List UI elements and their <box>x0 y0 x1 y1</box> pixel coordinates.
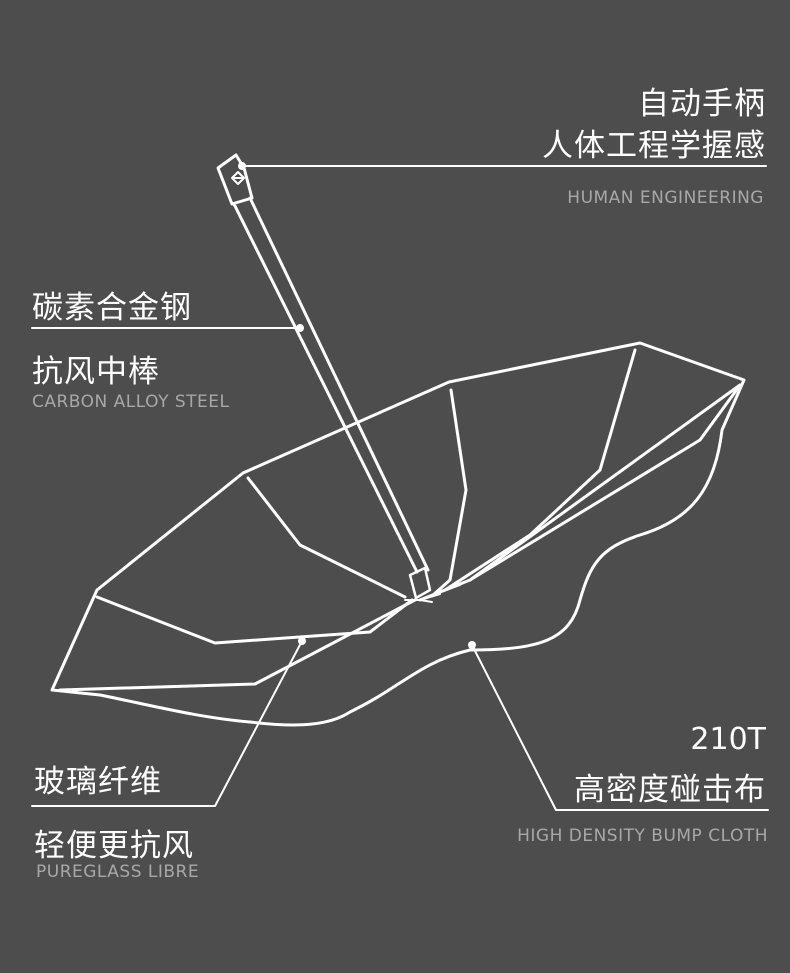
shaft-subtitle: CARBON ALLOY STEEL <box>32 392 230 412</box>
cloth-leader-line <box>471 644 769 811</box>
handle-title-line2: 人体工程学握感 <box>542 128 766 164</box>
shaft <box>232 196 430 574</box>
shaft-title-line2: 抗风中棒 <box>32 354 160 390</box>
rib-right <box>443 348 637 592</box>
shaft-title-line1: 碳素合金钢 <box>32 290 192 326</box>
cloth-callout-dot <box>468 641 476 649</box>
handle-subtitle: HUMAN ENGINEERING <box>567 188 764 208</box>
ribs-leader-line <box>31 640 303 807</box>
ribs-subtitle: PUREGLASS LIBRE <box>36 862 200 882</box>
ribs-title-line2: 轻便更抗风 <box>34 828 194 864</box>
handle-grip <box>216 153 254 206</box>
shaft-runner <box>408 566 432 600</box>
cloth-subtitle: HIGH DENSITY BUMP CLOTH <box>517 826 768 846</box>
hub-spokes <box>404 584 461 603</box>
shaft-callout-dot <box>296 324 304 332</box>
handle-callout-dot <box>238 162 246 170</box>
ribs-title-line1: 玻璃纤维 <box>34 764 162 800</box>
rib-far-right <box>468 386 740 582</box>
cloth-spec: 210T <box>690 722 766 757</box>
rib-left <box>95 595 414 645</box>
handle-title-line1: 自动手柄 <box>638 86 766 122</box>
canopy-outline <box>50 341 746 727</box>
ribs-callout-dot <box>298 637 306 645</box>
handle-logo-icon <box>231 171 245 185</box>
cloth-title: 高密度碰击布 <box>574 772 766 808</box>
rib-center <box>430 388 468 598</box>
rib-mid-left <box>246 476 407 599</box>
